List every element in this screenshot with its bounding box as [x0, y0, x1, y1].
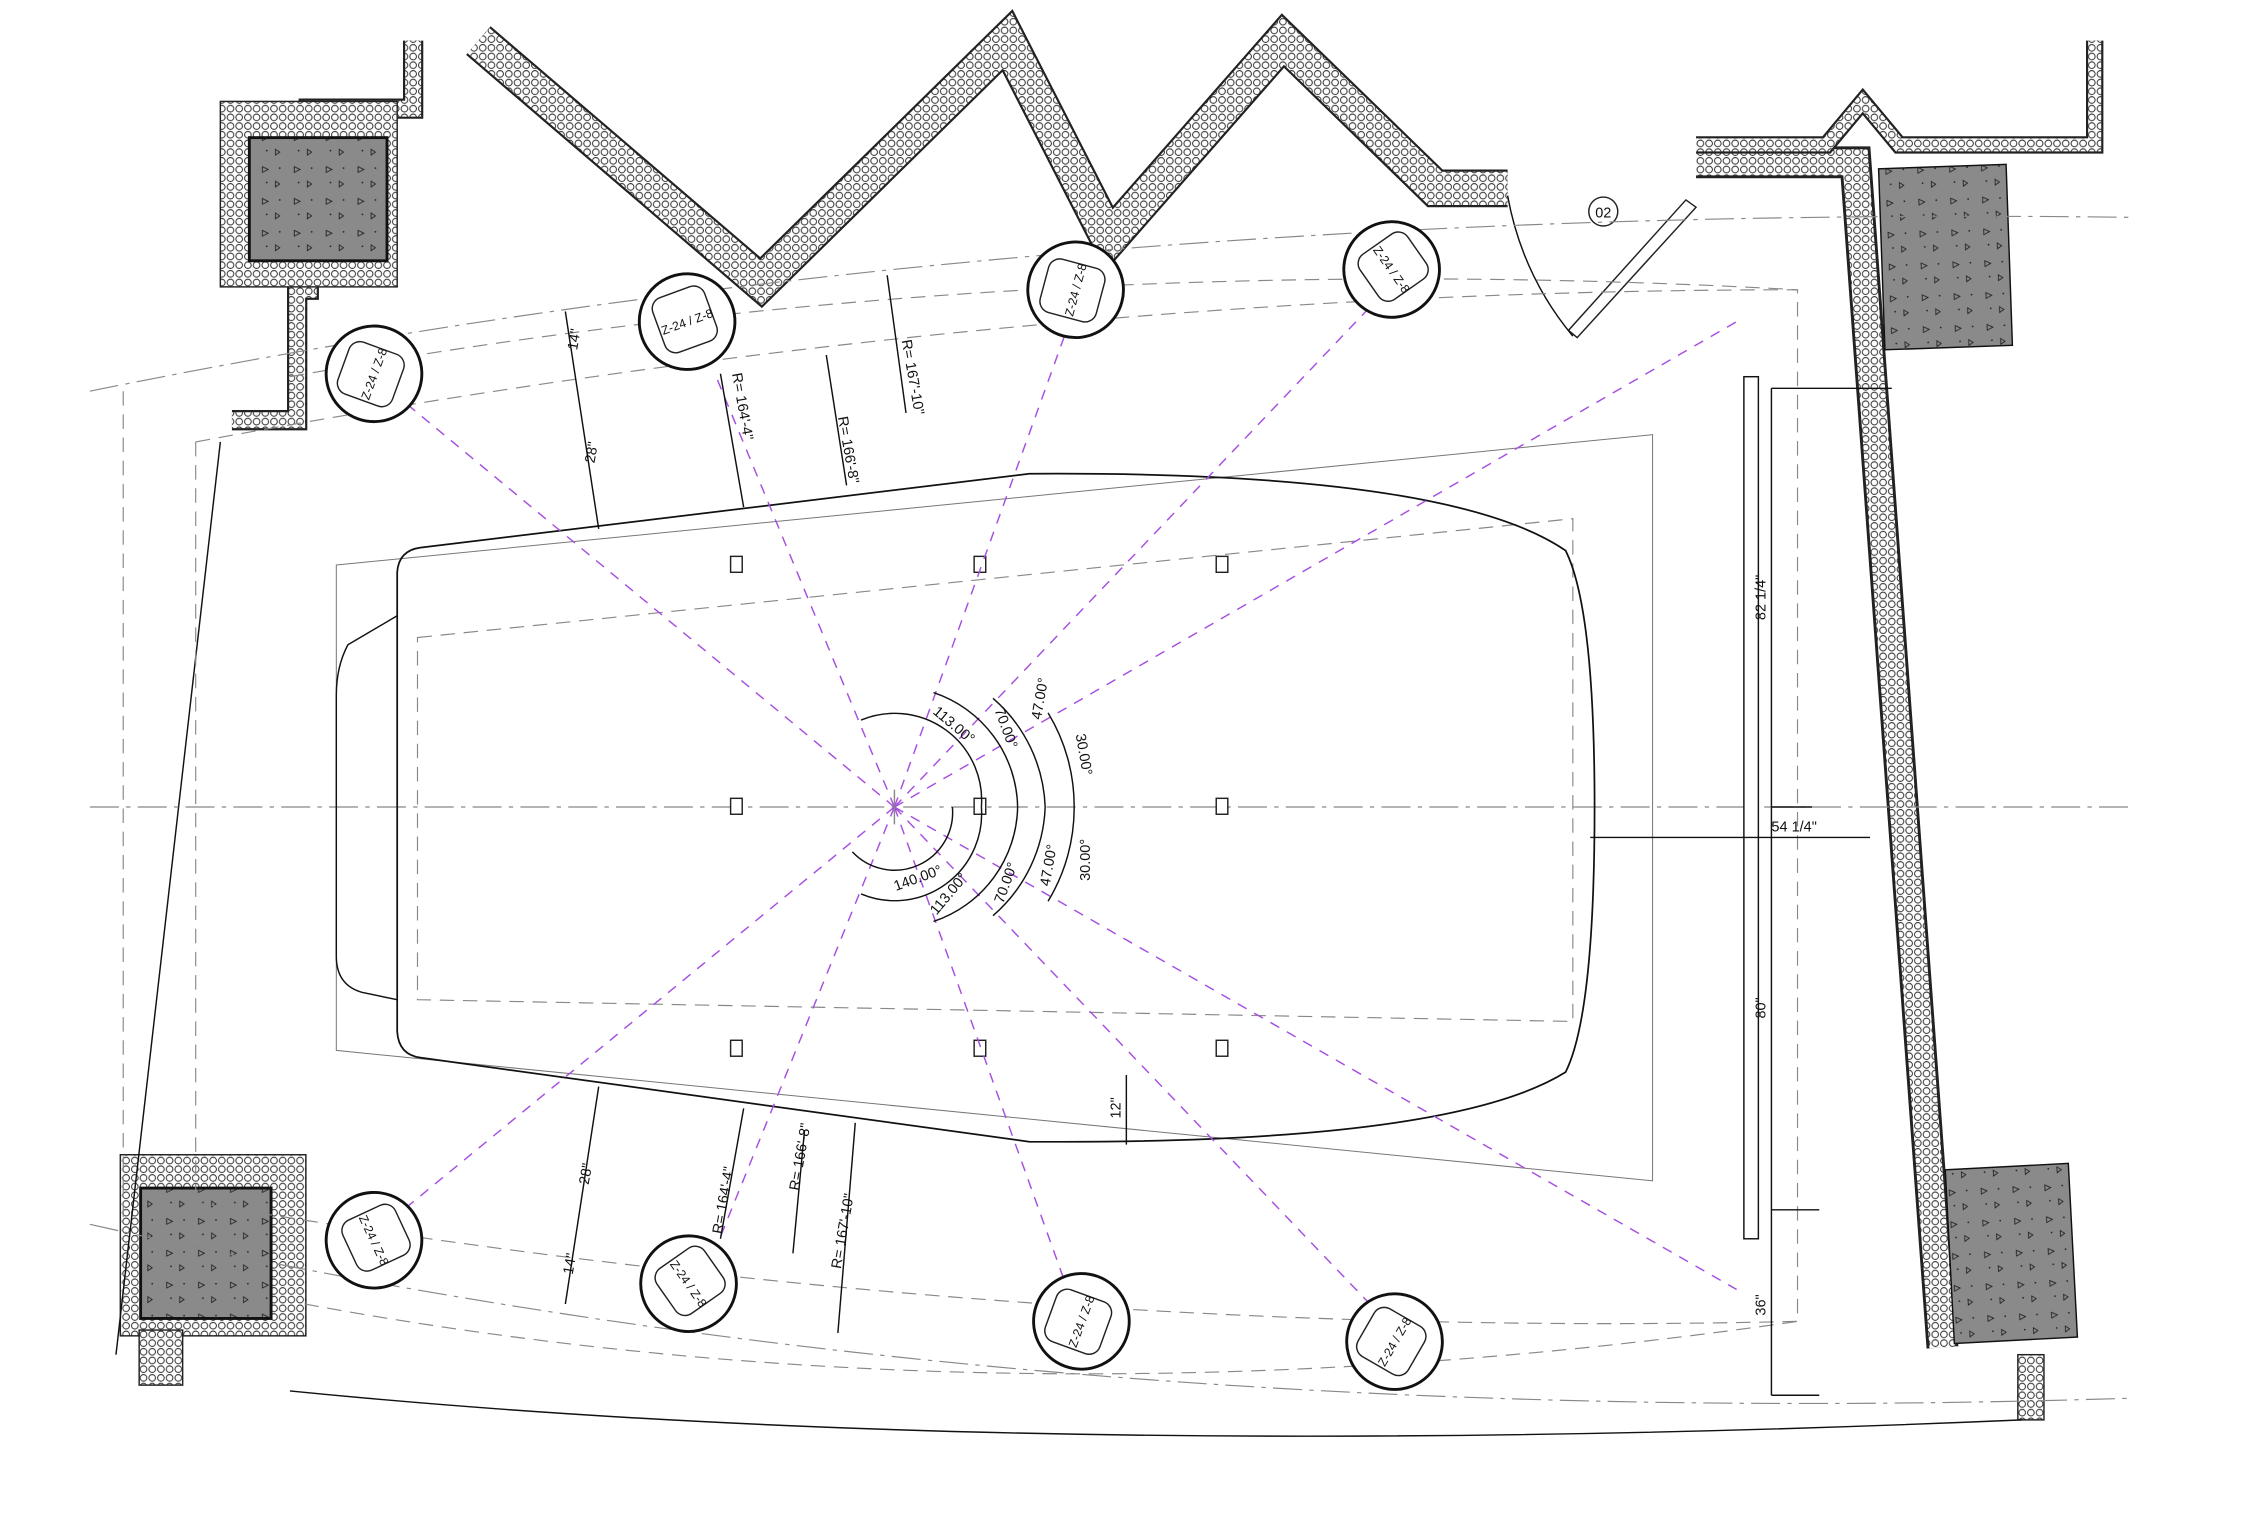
left-wall — [119, 40, 424, 1386]
column-concrete — [247, 136, 389, 263]
dim-label: R= 164'-4" — [728, 372, 756, 442]
dim-label: R= 167'-10" — [898, 338, 927, 416]
dim-label: 12" — [1109, 1097, 1125, 1118]
speaker[interactable]: Z-24 / Z-8 — [313, 313, 436, 436]
dim-label: R= 166'-8" — [787, 1122, 815, 1192]
dim-label: 28" — [577, 1162, 596, 1186]
column-concrete — [139, 1186, 273, 1320]
angle-label: 70.00° — [991, 706, 1020, 751]
dim-label: 14" — [565, 328, 584, 352]
column-concrete — [1944, 1162, 2079, 1345]
dim-label: 82 1/4" — [1754, 575, 1770, 620]
speaker[interactable]: Z-24 / Z-8 — [1017, 231, 1134, 348]
speaker[interactable]: Z-24 / Z-8 — [626, 260, 749, 383]
right-wall — [1696, 40, 2104, 1421]
room-boundary — [115, 441, 2023, 1437]
dim-label: R= 167'-10" — [829, 1192, 858, 1270]
door-tag: 02 — [1595, 205, 1611, 221]
speaker[interactable]: Z-24 / Z-8 — [310, 1177, 437, 1304]
speaker[interactable]: Z-24 / Z-8 — [1020, 1260, 1143, 1383]
dim-label: 54 1/4" — [1771, 820, 1816, 836]
dim-label: 14" — [561, 1252, 580, 1276]
dim-label: 80" — [1754, 997, 1770, 1018]
speaker[interactable]: Z-24 / Z-8 — [622, 1217, 755, 1350]
angle-label: 47.00° — [1029, 677, 1052, 721]
speaker[interactable]: Z-24 / Z-8 — [1325, 203, 1458, 336]
side-panel — [1743, 375, 1760, 1240]
dim-label: 28" — [583, 441, 602, 465]
angle-label: 47.00° — [1038, 843, 1061, 887]
floor-boxes — [729, 555, 1229, 1057]
column-concrete — [1877, 163, 2014, 351]
angle-label: 30.00° — [1072, 732, 1095, 776]
dim-label: 36" — [1754, 1294, 1770, 1315]
speaker-aim-lines — [408, 306, 1737, 1305]
zigzag-wall — [466, 9, 1508, 309]
speaker[interactable]: Z-24 / Z-8 — [1329, 1276, 1460, 1407]
door-02: 02 — [1506, 195, 1698, 339]
dim-label: R= 164'-4" — [710, 1165, 738, 1235]
angle-label: 30.00° — [1078, 839, 1094, 881]
angle-label: 113.00° — [930, 704, 978, 748]
dim-label: R= 166'-8" — [834, 415, 862, 485]
angle-label: 70.00° — [992, 860, 1021, 905]
speakers: Z-24 / Z-8 Z-24 / Z-8 Z-24 / Z-8 Z-24 / … — [310, 203, 1460, 1407]
dimensions: 14" 28" R= 164'-4" R= 166'-8" R= 167'-10… — [561, 275, 1892, 1396]
stage-platform — [396, 472, 1596, 1143]
